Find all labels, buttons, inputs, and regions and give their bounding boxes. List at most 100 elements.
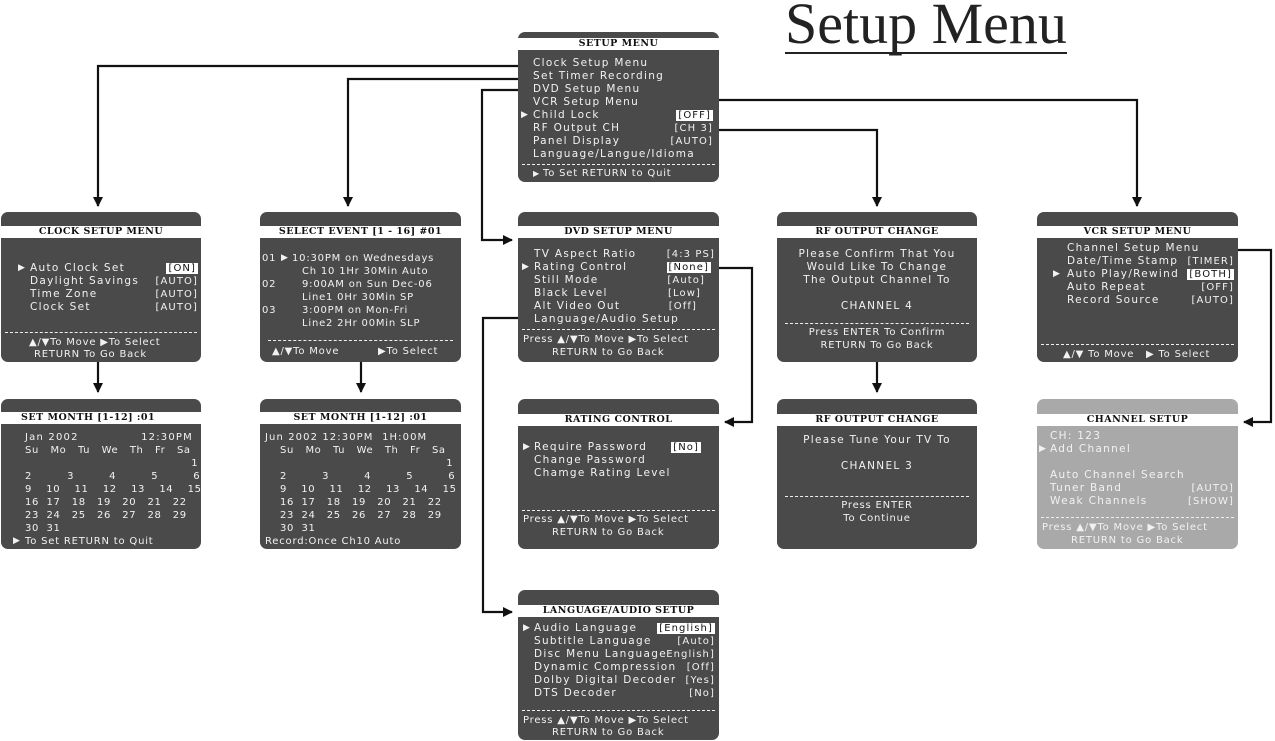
cursor-icon: ▶ bbox=[523, 623, 532, 633]
menu-item-dvd-setup[interactable]: DVD Setup Menu bbox=[533, 83, 641, 95]
calendar-week[interactable]: 16 17 18 19 20 21 22 bbox=[25, 497, 187, 508]
channel-item-add[interactable]: Add Channel bbox=[1050, 443, 1132, 455]
event-line[interactable]: 3:00PM on Mon-Fri bbox=[302, 305, 409, 316]
panel-header: RATING CONTROL bbox=[518, 414, 719, 426]
clock-item-time-zone[interactable]: Time Zone bbox=[30, 288, 98, 300]
event-line[interactable]: Ch 10 1Hr 30Min Auto bbox=[302, 266, 429, 277]
vcr-item-auto-play[interactable]: Auto Play/Rewind bbox=[1067, 268, 1180, 280]
calendar-week[interactable]: 30 31 bbox=[280, 523, 316, 534]
rating-control-panel: RATING CONTROL ▶ Require Password [No] C… bbox=[518, 399, 719, 549]
menu-item-panel-display[interactable]: Panel Display bbox=[533, 135, 621, 147]
cursor-icon: ▶ bbox=[521, 110, 530, 120]
menu-item-child-lock[interactable]: Child Lock bbox=[533, 109, 600, 121]
calendar-week[interactable]: 16 17 18 19 20 21 22 bbox=[280, 497, 442, 508]
set-month-record-panel: SET MONTH [1-12] :01 Jun 2002 12:30PM 1H… bbox=[260, 399, 461, 549]
panel-header: CLOCK SETUP MENU bbox=[1, 226, 201, 238]
panel-header: DVD SETUP MENU bbox=[518, 226, 719, 238]
weak-channels-value: [SHOW] bbox=[1187, 496, 1234, 507]
dvd-item-aspect[interactable]: TV Aspect Ratio bbox=[534, 248, 637, 260]
panel-footer-continue: To Continue bbox=[843, 513, 911, 524]
dvd-item-alt-video[interactable]: Alt Video Out bbox=[534, 300, 621, 312]
panel-header: SELECT EVENT [1 - 16] #01 bbox=[260, 226, 461, 238]
lang-item-disc-menu[interactable]: Disc Menu Language bbox=[534, 648, 667, 660]
channel-item-weak[interactable]: Weak Channels bbox=[1050, 495, 1148, 507]
divider bbox=[5, 332, 197, 333]
lang-item-dts[interactable]: DTS Decoder bbox=[534, 687, 617, 699]
rf-message: Would Like To Change bbox=[806, 261, 948, 273]
rating-item-change-password[interactable]: Change Password bbox=[534, 454, 647, 466]
subtitle-value: [Auto] bbox=[677, 636, 715, 647]
divider bbox=[785, 323, 969, 324]
calendar-week[interactable]: 9 10 11 12 13 14 15 bbox=[280, 484, 457, 495]
panel-header: CHANNEL SETUP bbox=[1037, 414, 1238, 426]
dvd-item-still[interactable]: Still Mode bbox=[534, 274, 599, 286]
dvd-item-black[interactable]: Black Level bbox=[534, 287, 608, 299]
panel-footer-nav: ▲/▼To Move ▶To Select bbox=[29, 337, 161, 348]
arrow-vcr-setup bbox=[719, 98, 1142, 207]
panel-footer-confirm: Press ENTER To Confirm bbox=[808, 327, 946, 338]
event-line[interactable]: 10:30PM on Wednesdays bbox=[292, 253, 435, 264]
auto-clock-value: [ON] bbox=[166, 263, 198, 274]
calendar-week[interactable]: 23 24 25 26 27 28 29 bbox=[280, 510, 442, 521]
event-line[interactable]: 9:00AM on Sun Dec-06 bbox=[302, 279, 433, 290]
calendar-top: Jun 2002 12:30PM 1H:00M bbox=[265, 432, 428, 443]
channel-number: CH: 123 bbox=[1050, 430, 1102, 442]
lang-item-subtitle[interactable]: Subtitle Language bbox=[534, 635, 652, 647]
calendar-time: 12:30PM bbox=[141, 432, 193, 443]
clock-item-daylight[interactable]: Daylight Savings bbox=[30, 275, 140, 287]
calendar-week[interactable]: 9 10 11 12 13 14 15 bbox=[25, 484, 201, 495]
lang-item-dynamic[interactable]: Dynamic Compression bbox=[534, 661, 677, 673]
divider bbox=[1041, 517, 1234, 518]
dvd-item-rating[interactable]: Rating Control bbox=[534, 261, 628, 273]
rating-item-change-level[interactable]: Chamge Rating Level bbox=[534, 467, 671, 479]
menu-item-vcr-setup[interactable]: VCR Setup Menu bbox=[533, 96, 640, 108]
child-lock-value: [OFF] bbox=[676, 110, 713, 121]
channel-item-tuner-band[interactable]: Tuner Band bbox=[1050, 482, 1123, 494]
lang-item-dolby[interactable]: Dolby Digital Decoder bbox=[534, 674, 677, 686]
panel-footer: Record:Once Ch10 Auto bbox=[265, 536, 402, 547]
aspect-value: [4:3 PS] bbox=[666, 249, 715, 260]
setup-menu-panel: SETUP MENU Clock Setup Menu Set Timer Re… bbox=[518, 32, 719, 182]
vcr-item-date-time[interactable]: Date/Time Stamp bbox=[1067, 255, 1179, 267]
calendar-week[interactable]: 23 24 25 26 27 28 29 bbox=[25, 510, 187, 521]
calendar-week[interactable]: 2 3 4 5 6 7 8 bbox=[25, 471, 201, 482]
calendar-week[interactable]: 1 bbox=[25, 458, 199, 469]
channel-item-auto-search[interactable]: Auto Channel Search bbox=[1050, 469, 1185, 481]
vcr-item-record-source[interactable]: Record Source bbox=[1067, 294, 1160, 306]
channel-setup-panel: CHANNEL SETUP CH: 123 ▶ Add Channel Auto… bbox=[1037, 399, 1238, 549]
dynamic-value: [Off] bbox=[686, 662, 715, 673]
dvd-item-language[interactable]: Language/Audio Setup bbox=[534, 313, 680, 325]
menu-item-language[interactable]: Language/Langue/Idioma bbox=[533, 148, 695, 160]
panel-footer-back: RETURN to Go Back bbox=[552, 347, 665, 358]
panel-footer-enter: Press ENTER bbox=[841, 500, 913, 511]
language-audio-panel: LANGUAGE/AUDIO SETUP ▶ Audio Language [E… bbox=[518, 590, 719, 740]
event-line[interactable]: Line2 2Hr 00Min SLP bbox=[302, 318, 421, 329]
menu-item-rf-output[interactable]: RF Output CH bbox=[533, 122, 621, 134]
clock-item-auto-clock[interactable]: Auto Clock Set bbox=[30, 262, 126, 274]
vcr-item-auto-repeat[interactable]: Auto Repeat bbox=[1067, 281, 1146, 293]
rating-item-require-password[interactable]: Require Password bbox=[534, 441, 648, 453]
calendar-weekdays: Su Mo Tu We Th Fr Sa bbox=[280, 445, 446, 456]
event-line[interactable]: Line1 0Hr 30Min SP bbox=[302, 292, 414, 303]
calendar-week[interactable]: 2 3 4 5 6 7 8 bbox=[280, 471, 456, 482]
menu-item-set-timer[interactable]: Set Timer Recording bbox=[533, 70, 665, 82]
footer-move: ▲/▼To Move bbox=[272, 346, 340, 357]
panel-header: SETUP MENU bbox=[518, 38, 719, 50]
clock-set-value: [AUTO] bbox=[155, 302, 198, 313]
panel-footer-back: RETURN to Go Back bbox=[552, 727, 665, 738]
arrow-clock-setup bbox=[93, 64, 518, 207]
calendar-week[interactable]: 1 bbox=[280, 458, 454, 469]
rf-message: Please Confirm That You bbox=[798, 248, 956, 260]
divider bbox=[522, 329, 715, 330]
panel-footer-back: RETURN To Go Back bbox=[820, 340, 934, 351]
divider bbox=[785, 496, 969, 497]
menu-item-clock-setup[interactable]: Clock Setup Menu bbox=[533, 57, 649, 69]
clock-item-clock-set[interactable]: Clock Set bbox=[30, 301, 91, 313]
calendar-week[interactable]: 30 31 bbox=[25, 523, 61, 534]
lang-item-audio[interactable]: Audio Language bbox=[534, 622, 638, 634]
vcr-item-channel-setup[interactable]: Channel Setup Menu bbox=[1067, 242, 1200, 254]
date-time-value: [TIMER] bbox=[1187, 256, 1234, 267]
footer-move: ▲/▼ To Move bbox=[1063, 349, 1135, 360]
